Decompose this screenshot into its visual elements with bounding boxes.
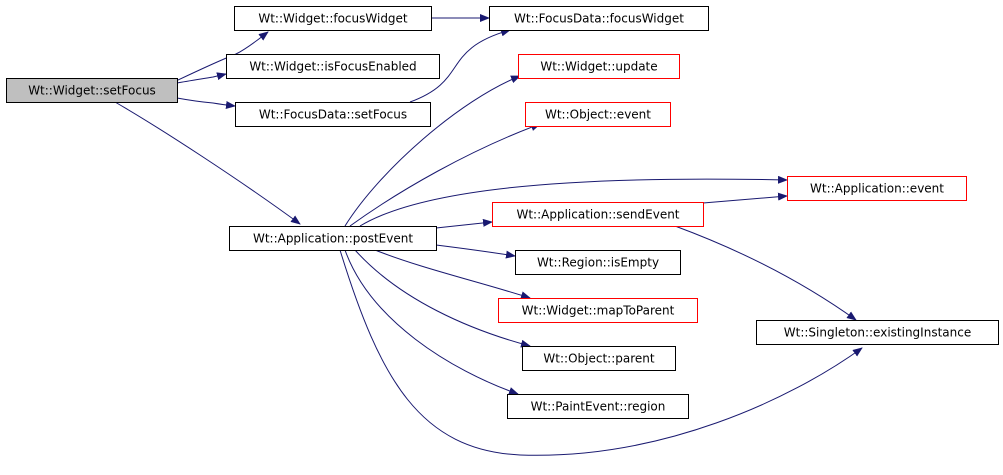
edge-postEvent-to-parent bbox=[354, 249, 531, 348]
node-box bbox=[229, 226, 437, 251]
node-region[interactable]: Wt::PaintEvent::region bbox=[507, 394, 689, 419]
node-label: Wt::Object::event bbox=[545, 108, 651, 122]
node-label: Wt::Widget::update bbox=[540, 60, 657, 74]
edge-postEvent-to-objEvent bbox=[349, 123, 541, 227]
node-box bbox=[787, 176, 967, 201]
node-box bbox=[498, 298, 698, 323]
edge-setFocus-to-postEvent bbox=[114, 101, 301, 225]
node-label: Wt::FocusData::focusWidget bbox=[514, 12, 684, 26]
node-label: Wt::Singleton::existingInstance bbox=[784, 326, 971, 340]
node-parent[interactable]: Wt::Object::parent bbox=[522, 346, 676, 371]
node-box bbox=[525, 102, 671, 127]
node-label: Wt::Application::postEvent bbox=[253, 232, 413, 246]
node-label: Wt::Widget::mapToParent bbox=[522, 304, 675, 318]
node-box bbox=[756, 320, 999, 345]
node-label: Wt::Application::sendEvent bbox=[516, 208, 679, 222]
node-existingInstance[interactable]: Wt::Singleton::existingInstance bbox=[756, 320, 999, 345]
node-focusWidget[interactable]: Wt::Widget::focusWidget bbox=[234, 6, 432, 31]
node-box bbox=[489, 6, 709, 31]
node-box bbox=[522, 346, 676, 371]
edge-postEvent-to-update bbox=[344, 75, 521, 227]
node-label: Wt::PaintEvent::region bbox=[531, 400, 666, 414]
node-appEvent[interactable]: Wt::Application::event bbox=[787, 176, 967, 201]
edge-postEvent-to-isEmpty bbox=[435, 244, 516, 259]
edge-postEvent-to-sendEvent bbox=[435, 218, 493, 229]
edge-postEvent-to-region bbox=[344, 249, 519, 395]
edge-setFocus-to-fdSetFocus bbox=[176, 97, 236, 109]
node-fdFocusWidget[interactable]: Wt::FocusData::focusWidget bbox=[489, 6, 709, 31]
edge-fdSetFocus-to-fdFocusWidget bbox=[409, 28, 511, 103]
edge-postEvent-to-existingInstance bbox=[339, 249, 863, 456]
node-setFocus: Wt::Widget::setFocus bbox=[6, 78, 178, 103]
node-box bbox=[226, 54, 440, 79]
edge-sendEvent-to-existingInstance bbox=[674, 225, 857, 321]
edge-postEvent-to-mapToParent bbox=[374, 249, 531, 300]
node-postEvent[interactable]: Wt::Application::postEvent bbox=[229, 226, 437, 251]
node-label: Wt::Widget::isFocusEnabled bbox=[249, 60, 416, 74]
node-label: Wt::FocusData::setFocus bbox=[259, 108, 407, 122]
edge-setFocus-to-isFocusEnabled bbox=[176, 72, 227, 84]
node-isFocusEnabled[interactable]: Wt::Widget::isFocusEnabled bbox=[226, 54, 440, 79]
node-label: Wt::Widget::setFocus bbox=[28, 84, 156, 98]
node-box bbox=[518, 54, 680, 79]
node-box bbox=[492, 202, 704, 227]
edge-sendEvent-to-appEvent bbox=[702, 192, 788, 204]
node-label: Wt::Object::parent bbox=[543, 352, 654, 366]
node-sendEvent[interactable]: Wt::Application::sendEvent bbox=[492, 202, 704, 227]
node-isEmpty[interactable]: Wt::Region::isEmpty bbox=[515, 250, 681, 275]
node-update[interactable]: Wt::Widget::update bbox=[518, 54, 680, 79]
node-box bbox=[507, 394, 689, 419]
node-box bbox=[6, 78, 178, 103]
node-box bbox=[515, 250, 681, 275]
node-box bbox=[235, 102, 431, 127]
node-label: Wt::Region::isEmpty bbox=[537, 256, 659, 270]
node-objEvent[interactable]: Wt::Object::event bbox=[525, 102, 671, 127]
edge-postEvent-to-appEvent bbox=[359, 175, 788, 227]
node-label: Wt::Widget::focusWidget bbox=[258, 12, 408, 26]
node-label: Wt::Application::event bbox=[810, 182, 944, 196]
node-fdSetFocus[interactable]: Wt::FocusData::setFocus bbox=[235, 102, 431, 127]
node-mapToParent[interactable]: Wt::Widget::mapToParent bbox=[498, 298, 698, 323]
edges-layer bbox=[114, 14, 863, 456]
nodes-layer: Wt::Widget::setFocus Wt::Widget::focusWid… bbox=[6, 6, 999, 419]
node-box bbox=[234, 6, 432, 31]
